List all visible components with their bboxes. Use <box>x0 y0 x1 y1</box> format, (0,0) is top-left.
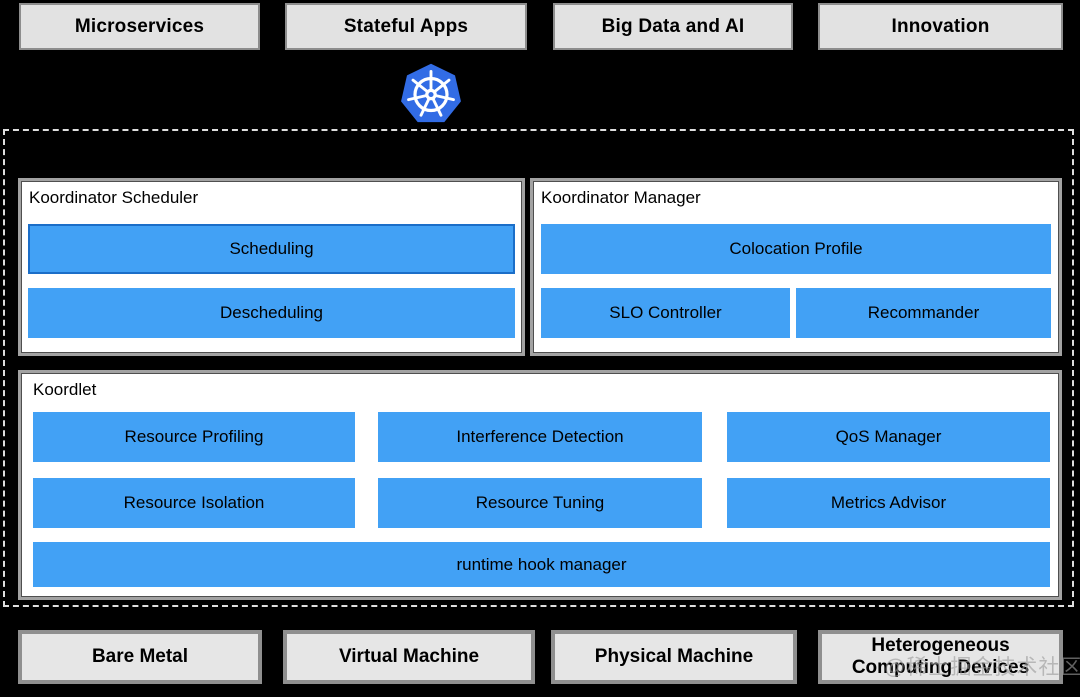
cluster-dashed-boundary <box>3 129 1074 607</box>
module-descheduling: Descheduling <box>28 288 515 338</box>
infra-label: Virtual Machine <box>338 646 480 668</box>
watermark: @稀土掘金技术社区 <box>884 656 1080 679</box>
module-resource-tuning: Resource Tuning <box>378 478 702 528</box>
module-scheduling: Scheduling <box>28 224 515 274</box>
module-interference-detection: Interference Detection <box>378 412 702 462</box>
module-colocation-profile: Colocation Profile <box>541 224 1051 274</box>
module-metrics-advisor: Metrics Advisor <box>727 478 1050 528</box>
infra-box-virtual-machine: Virtual Machine <box>283 630 535 684</box>
workload-box-big-data-ai: Big Data and AI <box>553 3 793 50</box>
workload-box-microservices: Microservices <box>19 3 260 50</box>
panel-koordlet: Koordlet Resource Profiling Interference… <box>18 370 1062 600</box>
module-recommander: Recommander <box>796 288 1051 338</box>
infra-label: Bare Metal <box>91 646 189 668</box>
panel-title: Koordinator Scheduler <box>29 188 199 207</box>
module-runtime-hook-manager: runtime hook manager <box>33 542 1050 587</box>
workload-box-innovation: Innovation <box>818 3 1063 50</box>
infra-label: Heterogeneous Computing Devices <box>851 635 1030 678</box>
workload-label: Innovation <box>891 15 990 37</box>
kubernetes-icon <box>399 61 463 128</box>
infra-box-heterogeneous-devices: Heterogeneous Computing Devices <box>818 630 1063 684</box>
infra-box-physical-machine: Physical Machine <box>551 630 797 684</box>
infra-label: Physical Machine <box>594 646 754 668</box>
panel-koordinator-manager: Koordinator Manager Colocation Profile S… <box>530 178 1062 356</box>
workload-label: Big Data and AI <box>601 15 745 37</box>
module-resource-isolation: Resource Isolation <box>33 478 355 528</box>
module-resource-profiling: Resource Profiling <box>33 412 355 462</box>
module-slo-controller: SLO Controller <box>541 288 790 338</box>
workload-label: Microservices <box>74 15 205 37</box>
workload-label: Stateful Apps <box>343 15 469 37</box>
workload-box-stateful-apps: Stateful Apps <box>285 3 527 50</box>
infra-box-bare-metal: Bare Metal <box>18 630 262 684</box>
panel-title: Koordinator Manager <box>541 188 701 207</box>
panel-koordinator-scheduler: Koordinator Scheduler Scheduling Desched… <box>18 178 525 356</box>
module-qos-manager: QoS Manager <box>727 412 1050 462</box>
panel-title: Koordlet <box>33 380 97 399</box>
